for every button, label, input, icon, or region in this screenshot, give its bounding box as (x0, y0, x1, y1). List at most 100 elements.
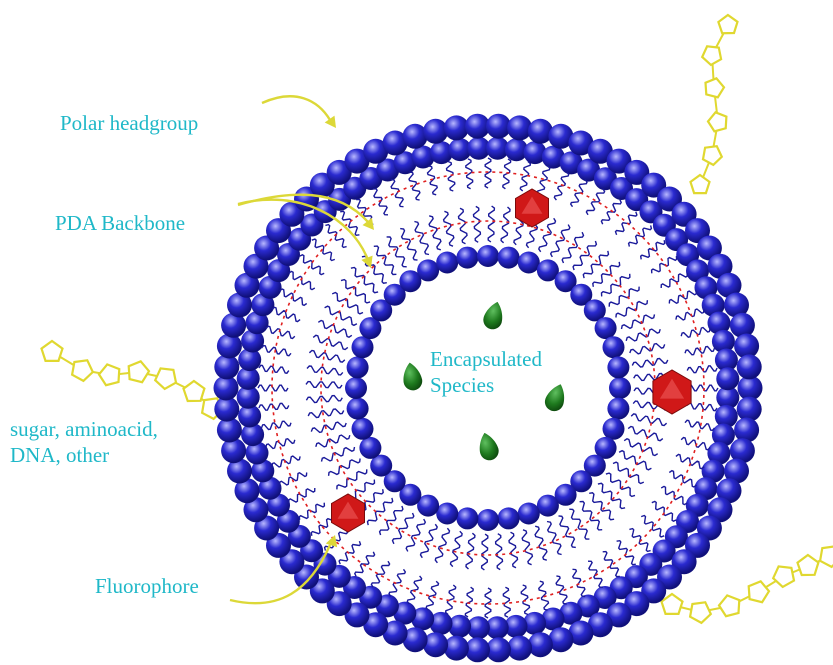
lipid-tail (306, 365, 344, 376)
lipid-tail (480, 533, 489, 571)
headgroup-sphere-icon (696, 235, 722, 261)
curved-arrow-icon (261, 95, 336, 128)
headgroup-sphere-icon (707, 497, 733, 523)
lipid-tail (608, 286, 640, 307)
headgroup-sphere-icon (243, 497, 269, 523)
lipid-tail (668, 469, 697, 488)
lipid-tail (279, 288, 308, 307)
headgroup-sphere-icon (258, 476, 282, 500)
lipid-tail (558, 515, 576, 549)
headgroup-sphere-icon (383, 283, 406, 306)
sugar-unit-icon (706, 110, 728, 133)
sugar-unit-icon (40, 339, 64, 362)
headgroup-sphere-icon (227, 292, 252, 318)
lipid-tail (426, 165, 438, 196)
lipid-tail (660, 485, 688, 506)
headgroup-sphere-icon (465, 637, 490, 663)
lipid-tail (372, 188, 389, 216)
lipid-tail (311, 238, 336, 262)
ligand-chain-icon (689, 13, 739, 195)
ligand-chain-icon (660, 545, 833, 625)
headgroup-sphere-icon (714, 348, 738, 372)
lipid-tail (500, 206, 511, 244)
sugar-unit-icon (717, 13, 739, 35)
headgroup-sphere-icon (606, 602, 632, 628)
lipid-tail (487, 205, 496, 243)
headgroup-sphere-icon (701, 459, 725, 483)
lipid-tail (546, 520, 562, 556)
lipid-tail (684, 419, 716, 432)
sugar-unit-icon (747, 579, 771, 604)
headgroup-sphere-icon (234, 478, 260, 504)
lipid-tail (305, 394, 343, 404)
lipid-tail (686, 402, 718, 412)
outer-headgroup-layer (213, 113, 763, 663)
lipid-tail (317, 319, 353, 338)
lipid-tail (502, 158, 512, 190)
headgroup-sphere-icon (602, 336, 625, 359)
inner-headgroup-layer (345, 245, 631, 531)
lipid-tail (508, 531, 519, 569)
lipid-tail (390, 178, 405, 208)
lipid-tail (597, 482, 626, 510)
lipid-tail (405, 518, 427, 552)
headgroup-sphere-icon (583, 299, 606, 322)
lipid-tail (555, 575, 568, 605)
sugar-unit-icon (182, 379, 206, 403)
lipid-tail (366, 497, 394, 526)
sugar-unit-icon (771, 565, 796, 589)
headgroup-sphere-icon (707, 253, 733, 279)
headgroup-sphere-icon (429, 611, 453, 635)
fluorophore-text: Fluorophore (95, 574, 199, 598)
lipid-tail (260, 344, 292, 357)
lipid-tail (299, 254, 325, 276)
lipid-tail (569, 508, 590, 540)
sugar-unit-icon (700, 45, 723, 67)
headgroup-sphere-icon (559, 601, 583, 625)
lipid-tail (271, 306, 301, 323)
lipid-tail (428, 215, 442, 251)
lipid-tail (425, 580, 440, 611)
curved-arrow-icon (229, 535, 338, 605)
headgroup-sphere-icon (507, 635, 533, 661)
lipid-tail (449, 530, 463, 568)
headgroup-sphere-icon (609, 377, 631, 399)
headgroup-sphere-icon (527, 632, 553, 658)
headgroup-sphere-icon (570, 470, 593, 493)
headgroup-sphere-icon (517, 251, 540, 274)
lipid-tail (312, 334, 349, 351)
lipid-tail (445, 160, 456, 192)
lipid-tail (442, 210, 455, 247)
headgroup-sphere-icon (376, 158, 400, 182)
ligand-chains (40, 13, 833, 625)
ligand-label-line2: DNA, other (10, 443, 110, 467)
headgroup-sphere-icon (241, 423, 265, 447)
lipid-tail (338, 540, 362, 565)
lipid-tail (640, 514, 665, 538)
lipid-tail (502, 586, 511, 618)
sugar-unit-icon (701, 145, 724, 167)
lipid-tail (627, 425, 664, 442)
lipid-tail (538, 217, 557, 253)
lipid-tail (614, 211, 638, 236)
headgroup-sphere-icon (559, 151, 583, 175)
lipid-tail (315, 434, 351, 448)
lipid-tail (582, 250, 610, 279)
lipid-tail (324, 305, 358, 327)
headgroup-sphere-icon (214, 396, 240, 422)
lipid-tail (684, 345, 716, 356)
headgroup-sphere-icon (541, 145, 565, 169)
lipid-tail (400, 227, 418, 261)
encapsulated-droplet-icon (483, 301, 503, 330)
lipid-tail (553, 171, 570, 201)
lipid-tail (615, 300, 649, 318)
encapsulated-line2: Species (430, 373, 495, 397)
lipid-tail (605, 472, 636, 498)
lipid-tail (386, 236, 407, 268)
headgroup-sphere-icon (456, 246, 479, 269)
headgroup-sphere-icon (523, 141, 547, 165)
headgroup-sphere-icon (486, 136, 510, 160)
lipid-tail (327, 458, 361, 476)
headgroup-sphere-icon (734, 333, 760, 359)
lipid-tail (340, 278, 371, 304)
